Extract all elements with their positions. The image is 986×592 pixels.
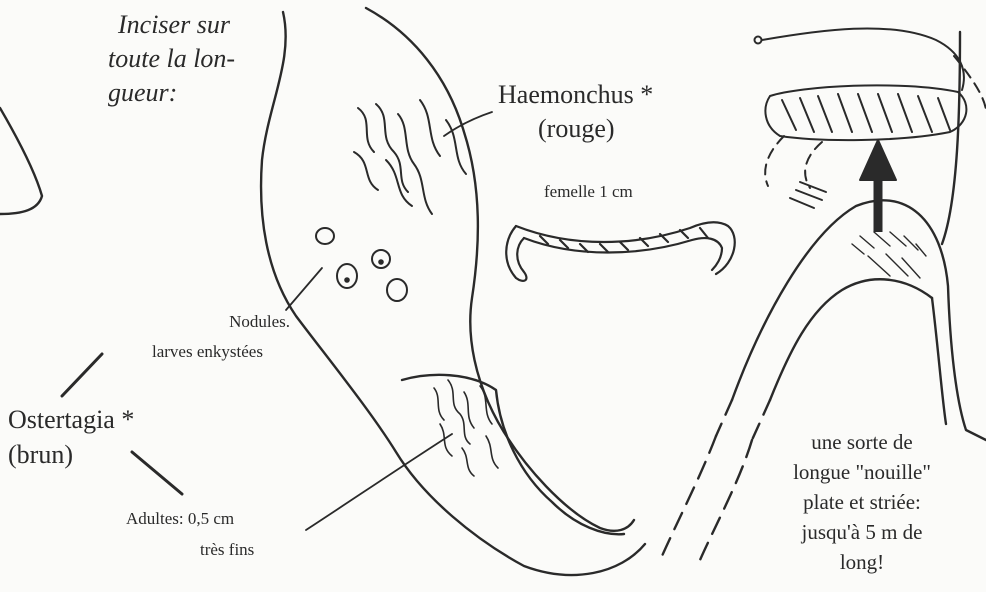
haemonchus-worms-in-situ xyxy=(354,100,466,214)
nodules xyxy=(316,228,407,301)
ostertagia-color-label: (brun) xyxy=(8,440,73,470)
adults-label: Adultes: 0,5 cm xyxy=(126,509,234,529)
ostertagia-label: Ostertagia * xyxy=(8,405,134,435)
nodules-sublabel: larves enkystées xyxy=(152,342,263,362)
nodules-pointer-line xyxy=(286,268,322,310)
tapeworm-line-4: jusqu'à 5 m de xyxy=(752,520,972,544)
instruction-line-3: gueur: xyxy=(108,78,177,108)
tapeworm-line-5: long! xyxy=(752,550,972,574)
ostertagia-lower-stroke xyxy=(132,452,182,494)
tapeworm-line-1: une sorte de xyxy=(752,430,972,454)
tapeworm-drawing xyxy=(755,28,986,208)
tapeworm-line-3: plate et striée: xyxy=(752,490,972,514)
tapeworm-line-2: longue "nouille" xyxy=(752,460,972,484)
instruction-line-2: toute la lon- xyxy=(108,44,235,74)
haemonchus-color-label: (rouge) xyxy=(538,114,615,144)
adults-sublabel: très fins xyxy=(200,540,254,560)
instruction-line-1: Inciser sur xyxy=(118,10,230,40)
haemonchus-female-drawing xyxy=(506,222,735,281)
pylorus-inner xyxy=(402,375,624,534)
left-organ-fragment xyxy=(0,108,42,214)
nodules-label: Nodules. xyxy=(196,312,290,332)
female-size-label: femelle 1 cm xyxy=(544,182,633,202)
up-arrow-icon xyxy=(860,140,896,232)
adults-pointer-line xyxy=(306,434,452,530)
haemonchus-label: Haemonchus * xyxy=(498,80,653,110)
haemonchus-pointer-line xyxy=(444,112,492,136)
ostertagia-worms-in-situ xyxy=(434,380,498,476)
intestine-hatching xyxy=(852,232,926,278)
ostertagia-upper-stroke xyxy=(62,354,102,396)
